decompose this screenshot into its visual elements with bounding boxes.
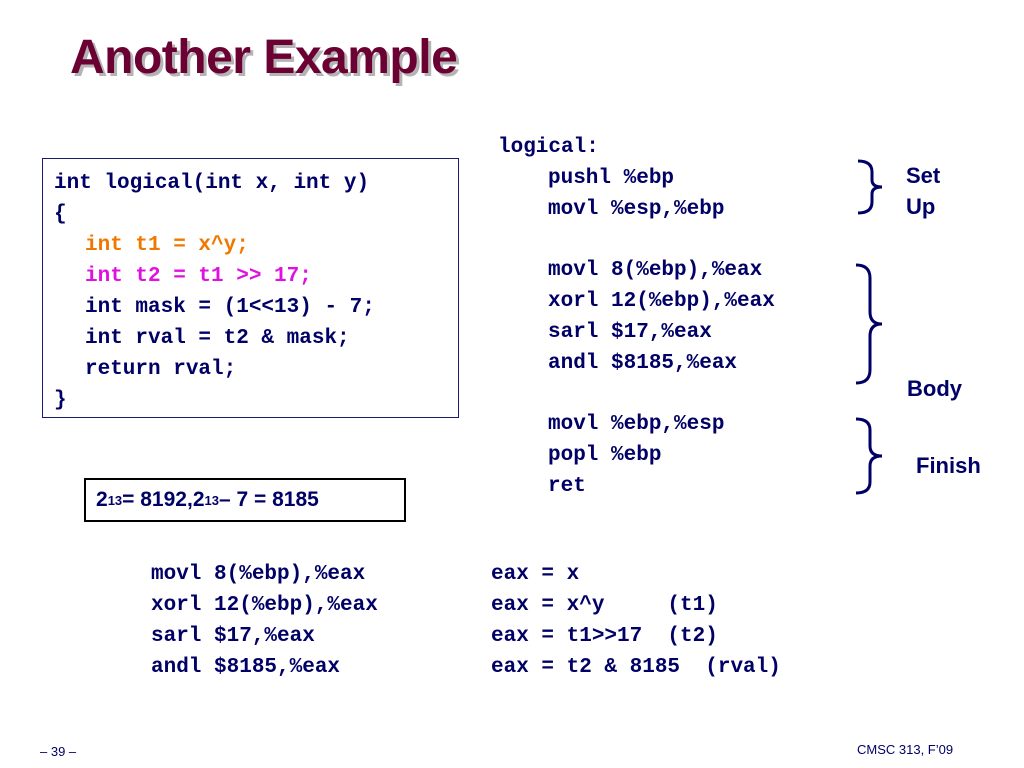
explain-effect: eax = x [491, 563, 580, 586]
finish-brace-icon [855, 417, 883, 495]
body-brace-icon [855, 263, 883, 385]
course-label: CMSC 313, F’09 [857, 742, 954, 757]
asm-line: movl 8(%ebp),%eax [548, 259, 763, 282]
formula-text: – 7 = 8185 [218, 488, 319, 511]
asm-line: ret [548, 475, 586, 498]
explain-effect: eax = t1>>17 (t2) [491, 625, 718, 648]
slide-title: Another Example [70, 31, 458, 84]
finish-label: Finish [916, 453, 981, 478]
asm-line: sarl $17,%eax [548, 321, 712, 344]
explain-instruction: movl 8(%ebp),%eax [151, 563, 366, 586]
asm-line: popl %ebp [548, 444, 662, 467]
explain-instruction: xorl 12(%ebp),%eax [151, 594, 378, 617]
page-number: – 39 – [40, 744, 77, 759]
formula-base: 2 [96, 488, 108, 511]
formula-exponent: 13 [107, 492, 123, 508]
formula-exponent: 13 [204, 492, 219, 508]
asm-line: pushl %ebp [548, 167, 675, 190]
formula-text: = 8192, [122, 488, 193, 511]
code-line: int t2 = t1 >> 17; [85, 265, 312, 288]
code-line: return rval; [85, 358, 237, 381]
code-line: int logical(int x, int y) [54, 172, 370, 195]
asm-line: movl %ebp,%esp [548, 413, 725, 436]
setup-label: Set Up [906, 163, 941, 219]
code-line: int mask = (1<<13) - 7; [85, 296, 375, 319]
formula-base: 2 [192, 488, 205, 511]
asm-line: movl %esp,%ebp [548, 198, 725, 221]
asm-line: xorl 12(%ebp),%eax [548, 290, 775, 313]
code-line: int t1 = x^y; [85, 234, 249, 257]
asm-line: andl $8185,%eax [548, 352, 738, 375]
code-line: int rval = t2 & mask; [85, 327, 350, 350]
code-line: { [54, 203, 67, 226]
body-label: Body [907, 376, 962, 401]
explain-effect: eax = x^y (t1) [491, 594, 718, 617]
asm-label: logical: [498, 136, 599, 159]
explain-instruction: sarl $17,%eax [151, 625, 315, 648]
setup-brace-icon [857, 159, 883, 215]
c-code-box: int logical(int x, int y) { int t1 = x^y… [42, 158, 459, 418]
explain-instruction: andl $8185,%eax [151, 656, 341, 679]
code-line: } [54, 389, 67, 412]
explain-effect: eax = t2 & 8185 (rval) [491, 656, 781, 679]
